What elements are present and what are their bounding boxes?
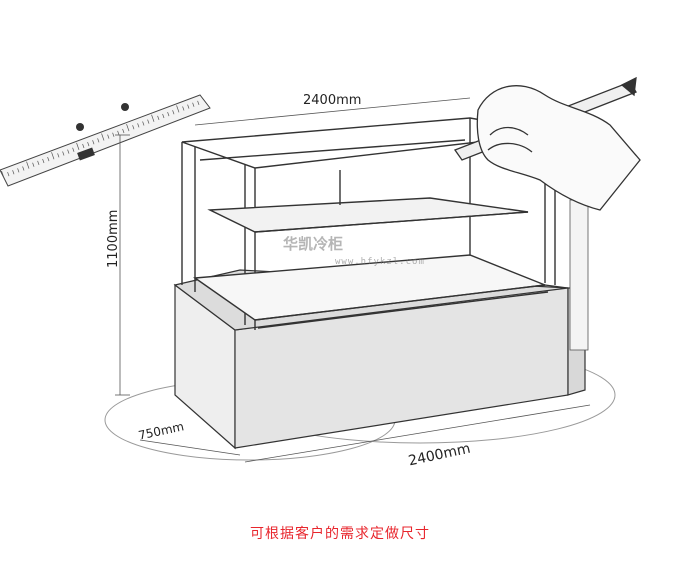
ruler-tick [37,160,40,165]
ruler-tick [157,115,160,120]
ruler-tick [32,162,35,167]
ruler-tick [147,119,150,124]
ruler-tick [162,113,165,119]
ruler-tick [137,123,140,128]
watermark-url: www.hfykzl.com [335,257,425,267]
vertical-ruler-icon [569,199,589,351]
ruler-tick [72,147,75,152]
ruler-tick [17,168,20,173]
ruler-tick [7,172,10,177]
dimension-lines [115,97,591,463]
ruler-tick [97,138,100,143]
ruler-tick [192,102,195,107]
ruler-tick [112,132,115,137]
ruler-tick [67,149,70,154]
ruler-tick [142,121,145,126]
ruler-tick [132,125,135,130]
ruler-tick [107,134,110,139]
ruler-tick [1,170,5,179]
ruler-tick [42,158,45,164]
hand-with-pencil-icon [453,76,641,211]
ruler-tick [47,157,50,162]
top-width-label: 2400mm [303,93,362,108]
ruler-tick [26,161,30,169]
ruler-tick [167,112,170,117]
ruler-tick [62,151,65,156]
ruler-tick [117,130,120,135]
ruler-tick [126,124,130,132]
ruler-tick [197,100,200,105]
ruler-icon [0,94,211,187]
watermark-logo: 华凯冷柜 [283,235,344,253]
ruler-tick [172,110,175,115]
ruler-tick [92,140,95,145]
ruler-tick [176,105,180,113]
custom-size-caption: 可根据客户的需求定做尺寸 [250,526,430,542]
ruler-tick [22,166,25,171]
ruler-tick [151,114,155,122]
ruler-tick [57,153,60,158]
ruler-tick [82,143,85,149]
height-label: 1100mm [106,209,121,268]
ruler-tick [187,104,190,109]
ruler-tick [182,106,185,111]
ruler-tick [101,133,105,141]
ruler-tick [51,152,55,160]
ruler-tick [87,142,90,147]
ruler-tick [12,170,15,175]
ruler-tick [122,128,125,134]
ruler-tick [76,142,80,150]
